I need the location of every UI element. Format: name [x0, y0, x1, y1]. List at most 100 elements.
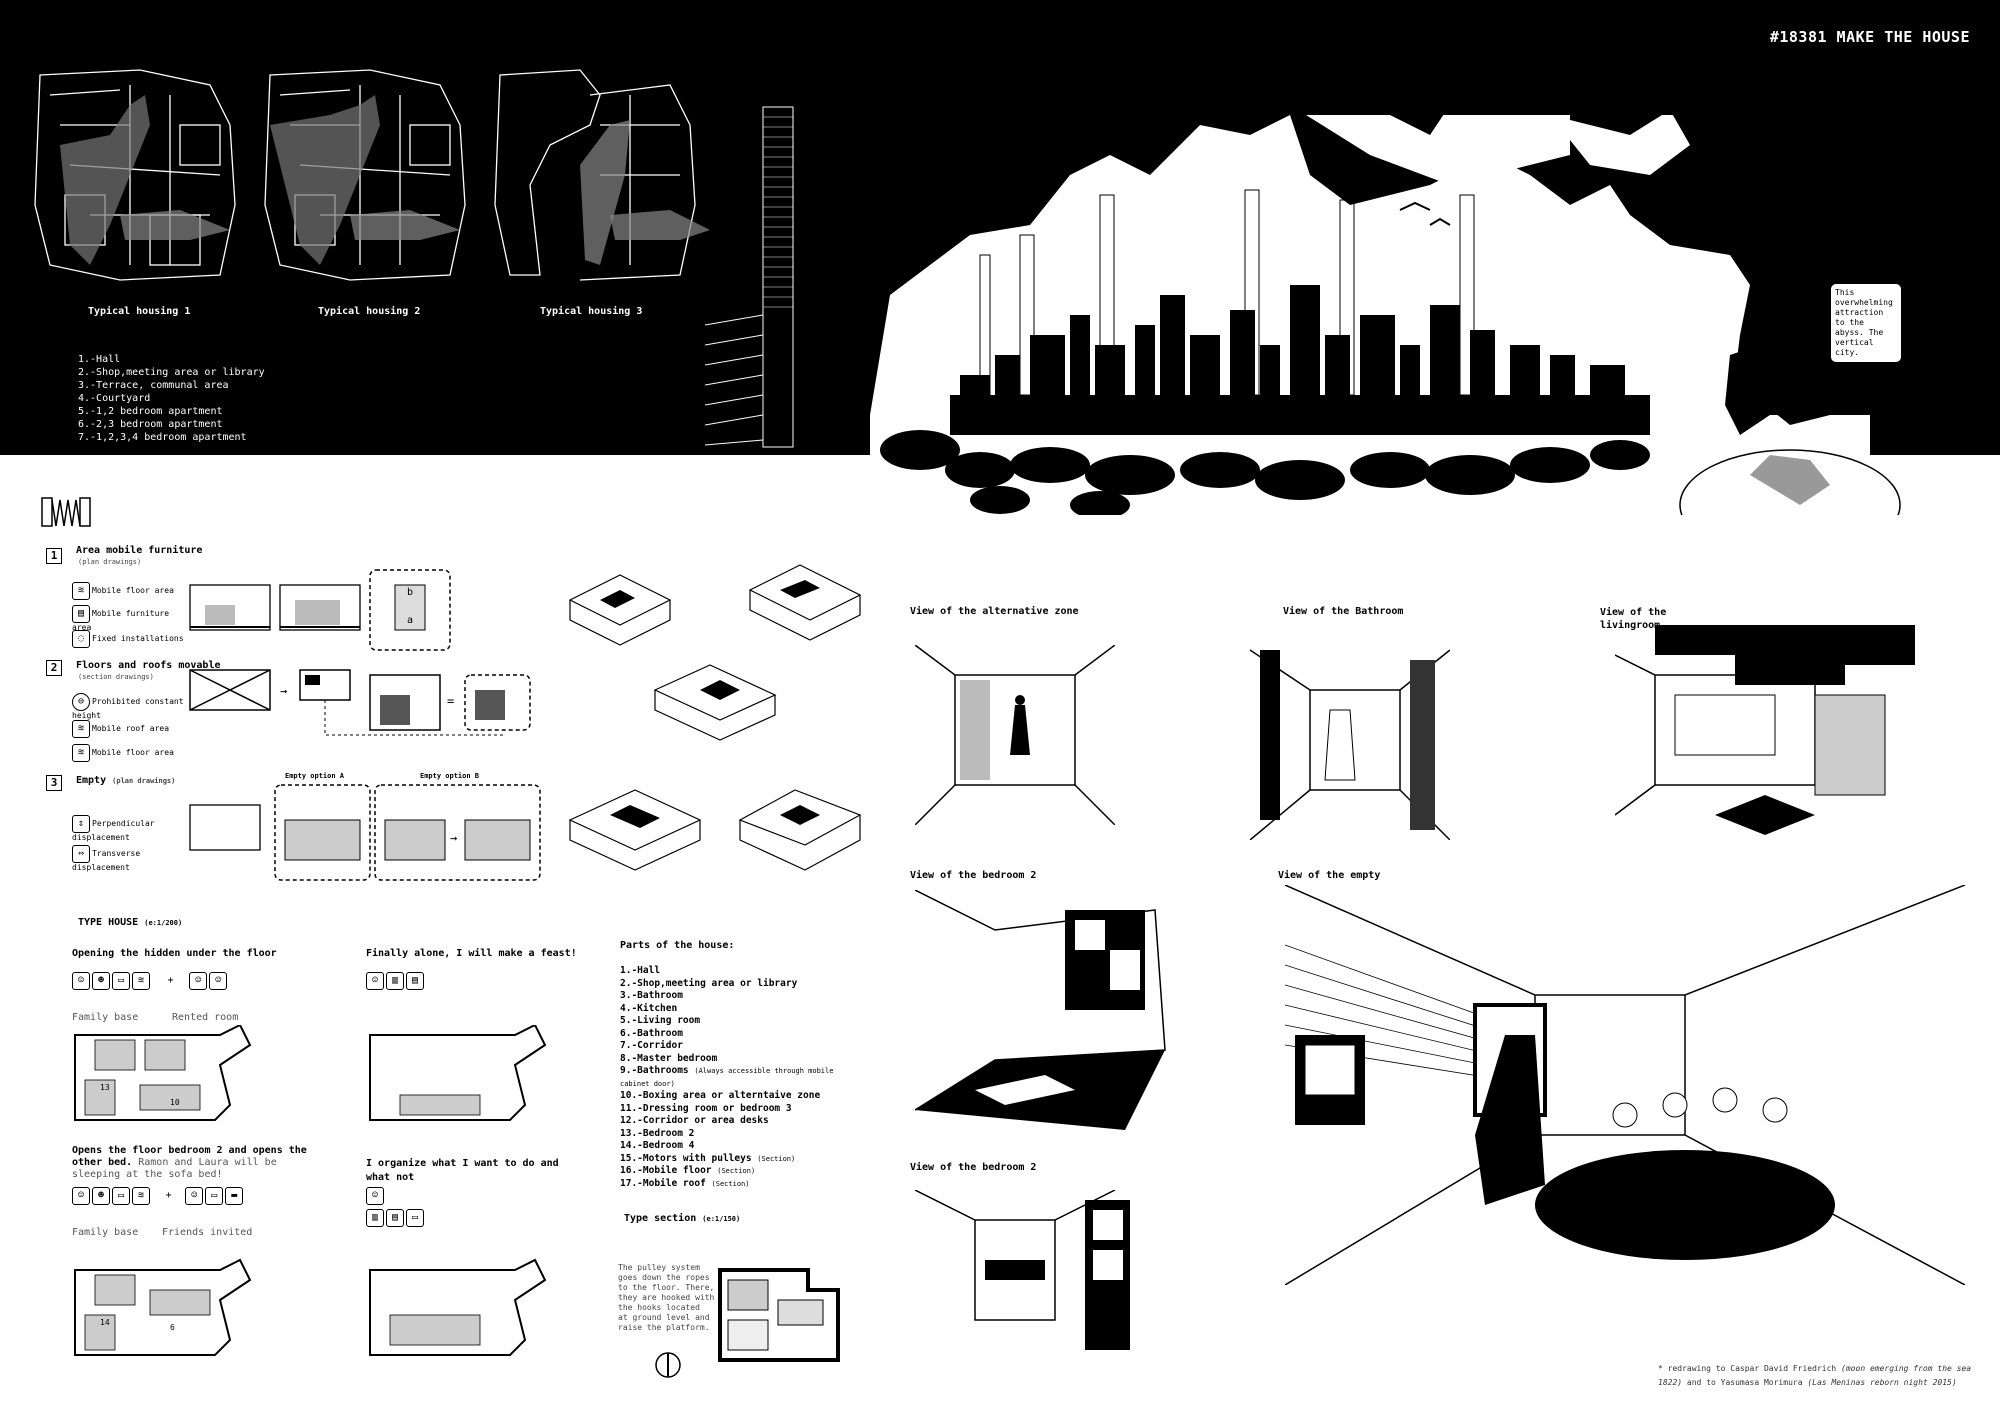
mobile-floor-icon: ≋ — [72, 582, 90, 600]
part-item: 11.-Dressing room or bedroom 3 — [620, 1102, 792, 1114]
svg-text:13: 13 — [100, 1083, 110, 1092]
part-item: 6.-Bathroom — [620, 1027, 683, 1039]
sofa-icon: ▭ — [112, 1187, 130, 1205]
section-1-sub: (plan drawings) — [78, 558, 142, 566]
person-icon: ☺ — [72, 972, 90, 990]
guest-icon-2: ☺ — [209, 972, 228, 990]
s1-item-3: ◌Fixed installations — [72, 630, 184, 648]
type-section-drawing — [655, 1268, 840, 1378]
section-3-number: 3 — [46, 775, 62, 791]
sofa-bed-icon: ▬ — [225, 1187, 244, 1205]
svg-text:b: b — [407, 587, 413, 598]
s3-item-1: ⇕Perpendicular displacement — [72, 815, 192, 842]
family-icon: ☻ — [92, 1187, 110, 1205]
floor-icon: ≋ — [132, 972, 150, 990]
q2-icons: ☺▥▤ — [366, 968, 426, 990]
accordion-icon — [40, 492, 92, 532]
vertical-city-illustration — [870, 115, 1901, 515]
svg-text:=: = — [447, 694, 454, 708]
section-3-title: Empty (plan drawings) — [76, 775, 176, 786]
empty-option-b: Empty option B — [420, 772, 480, 780]
section-2-diagram: → = — [189, 669, 531, 736]
table-icon: ▤ — [406, 972, 424, 990]
part-item: 2.-Shop,meeting area or library — [620, 977, 798, 989]
svg-text:→: → — [280, 684, 287, 698]
furniture-icon: ▤ — [72, 605, 90, 623]
svg-text:10: 10 — [170, 1098, 180, 1107]
part-item: 16.-Mobile floor (Section) — [620, 1165, 756, 1176]
part-item: 10.-Boxing area or alterntaive zone — [620, 1090, 821, 1101]
s3-item-2: ⇔Transverse displacement — [72, 845, 192, 872]
q3-title: Opens the floor bedroom 2 and opens the … — [72, 1145, 307, 1180]
q3-icons: ☺☻▭≋ + ☺▭▬ — [72, 1183, 245, 1205]
s1-item-2: ▤Mobile furniture area — [72, 605, 192, 632]
mobile-roof-icon: ≋ — [72, 720, 90, 738]
q2-title: Finally alone, I will make a feast! — [366, 948, 577, 959]
part-item: 4.-Kitchen — [620, 1002, 678, 1014]
part-item: 15.-Motors with pulleys (Section) — [620, 1152, 796, 1164]
s1-item-1: ≋Mobile floor area — [72, 582, 174, 600]
view-bedroom-2b — [915, 1190, 1130, 1350]
view-livingroom — [1615, 625, 1915, 835]
view-bathroom — [1250, 649, 1450, 840]
q4-icons: ☺ ▥▤▭ — [366, 1183, 426, 1227]
part-item: cabinet door) — [620, 1079, 675, 1088]
type-house-plans: 13 10 14 6 — [74, 1025, 547, 1356]
mobile-floor-icon-2: ≋ — [72, 744, 90, 762]
section-1-number: 1 — [46, 548, 62, 564]
plan-label-1: Typical housing 1 — [88, 306, 191, 317]
fixed-installation-icon: ◌ — [72, 630, 90, 648]
part-item: 5.-Living room — [620, 1015, 701, 1026]
svg-text:6: 6 — [170, 1323, 175, 1332]
q4-title: I organize what I want to do and what no… — [366, 1158, 559, 1183]
view-empty — [1285, 885, 1965, 1285]
svg-text:14: 14 — [100, 1318, 110, 1327]
empty-option-a: Empty option A — [285, 772, 345, 780]
s2-item-2: ≋Mobile roof area — [72, 720, 169, 738]
type-section-title: Type section (e:1/150) — [624, 1213, 741, 1224]
family-icon: ☻ — [92, 972, 110, 990]
transverse-icon: ⇔ — [72, 845, 90, 863]
footnote: * redrawing to Caspar David Friedrich (m… — [1658, 1364, 1972, 1387]
table-icon: ▤ — [386, 1209, 404, 1227]
perpendicular-icon: ⇕ — [72, 815, 90, 833]
part-item: 7.-Corridor — [620, 1040, 683, 1051]
section-1-title: Area mobile furniture — [76, 545, 203, 556]
parts-list: 1.-Hall 2.-Shop,meeting area or library … — [620, 965, 833, 1190]
view-bedroom-2a — [915, 890, 1166, 1130]
q1-right-label: Rented room — [172, 1012, 239, 1023]
person-icon: ☺ — [72, 1187, 90, 1205]
section-3-diagram: → — [189, 784, 541, 881]
bed-icon: ▭ — [205, 1187, 224, 1205]
guest-icon: ☺ — [185, 1187, 204, 1205]
part-item: 17.-Mobile roof (Section) — [620, 1177, 750, 1189]
part-item: 8.-Master bedroom — [620, 1052, 718, 1064]
section-2-number: 2 — [46, 660, 62, 676]
part-item: 9.-Bathrooms (Always accessible through … — [620, 1065, 834, 1076]
section-2-sub: (section drawings) — [78, 673, 154, 681]
part-item: 12.-Corridor or area desks — [620, 1115, 769, 1126]
section-1-diagram: b a — [189, 569, 451, 651]
q1-left-label: Family base — [72, 1012, 139, 1023]
top-legend: 1.-Hall 2.-Shop,meeting area or library … — [78, 354, 265, 443]
q3-right-label: Friends invited — [162, 1227, 253, 1238]
part-item: 13.-Bedroom 2 — [620, 1127, 695, 1139]
svg-text:a: a — [407, 615, 413, 626]
view-label-bed2a: View of the bedroom 2 — [910, 870, 1037, 881]
view-label-empty: View of the empty — [1278, 870, 1381, 881]
svg-text:→: → — [450, 831, 457, 845]
q3-left-label: Family base — [72, 1227, 139, 1238]
view-label-bed2b: View of the bedroom 2 — [910, 1162, 1037, 1173]
part-item: 3.-Bathroom — [620, 990, 683, 1001]
person-icon: ☺ — [366, 972, 384, 990]
illustration-callout: This overwhelming attraction to the abys… — [1830, 283, 1902, 363]
q1-title: Opening the hidden under the floor — [72, 948, 277, 959]
s2-item-1: ⊖Prohibited constant height — [72, 693, 192, 720]
section-2-title: Floors and roofs movable — [76, 660, 221, 671]
view-label-bath: View of the Bathroom — [1283, 606, 1404, 617]
tower-section — [705, 106, 794, 448]
view-alternative-zone — [915, 645, 1115, 825]
part-item: 1.-Hall — [620, 965, 661, 976]
